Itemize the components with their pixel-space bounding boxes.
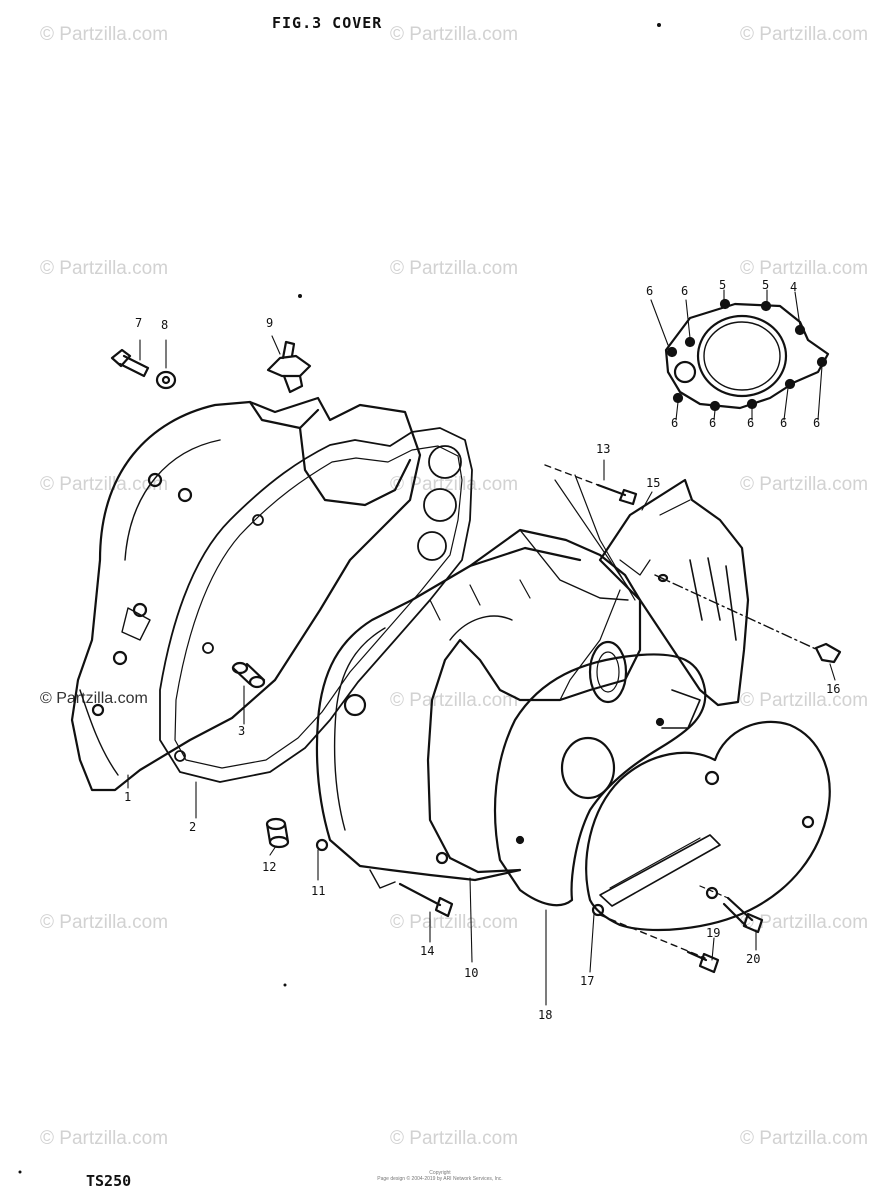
watermark: © Partzilla.com (40, 912, 169, 933)
callout-7: 7 (135, 316, 143, 330)
emblem-cover-part-17 (585, 720, 831, 932)
gasket-plate-part-18 (493, 653, 707, 907)
figure-title: FIG.3 COVER (272, 14, 383, 32)
watermark: © Partzilla.com (740, 912, 869, 933)
callout-16: 16 (826, 682, 841, 696)
screw-part-13 (544, 464, 651, 601)
dowel-pin-part-12 (265, 817, 290, 849)
callout-6: 6 (747, 416, 755, 430)
model-label: TS250 (86, 1172, 132, 1190)
watermark: © Partzilla.com (390, 24, 519, 45)
watermark: © Partzilla.com (390, 258, 519, 279)
callout-13: 13 (596, 442, 611, 456)
callout-4: 4 (790, 280, 798, 294)
callout-17: 17 (580, 974, 595, 988)
callout-6: 6 (813, 416, 821, 430)
screw-part-19 (599, 914, 720, 974)
footer: Copyright Page design © 2004-2019 by ARI… (370, 1170, 510, 1182)
watermark: © Partzilla.com (40, 258, 169, 279)
watermark: © Partzilla.com (390, 474, 519, 495)
dowel-pin-part-3 (231, 661, 266, 689)
callout-6: 6 (671, 416, 679, 430)
callout-2: 2 (189, 820, 197, 834)
watermark: © Partzilla.com (390, 912, 519, 933)
watermark: © Partzilla.com (740, 24, 869, 45)
screw-part-20 (699, 885, 764, 934)
callout-14: 14 (420, 944, 435, 958)
watermark: © Partzilla.com (390, 690, 519, 711)
crankcase-cover-part-1 (70, 396, 422, 792)
leader-lines (127, 289, 836, 1006)
watermark: © Partzilla.com (740, 1128, 869, 1149)
callout-6: 6 (646, 284, 654, 298)
callout-6: 6 (709, 416, 717, 430)
callout-6: 6 (780, 416, 788, 430)
inset-cover-parts-4-5-6 (664, 298, 830, 412)
callout-3: 3 (238, 724, 246, 738)
footer-line-1: Copyright (429, 1170, 451, 1176)
callout-6: 6 (681, 284, 689, 298)
callout-15: 15 (646, 476, 661, 490)
callout-10: 10 (464, 966, 479, 980)
watermark: © Partzilla.com (740, 258, 869, 279)
washer-part-8 (155, 370, 177, 390)
watermark: © Partzilla.com (40, 474, 169, 495)
watermark: © Partzilla.com (740, 690, 869, 711)
plug-part-9 (266, 340, 312, 394)
screw-part-16 (654, 573, 842, 664)
callout-11: 11 (311, 884, 326, 898)
callout-5: 5 (719, 278, 727, 292)
magneto-cover-part-10-11 (315, 528, 642, 889)
footer-line-2: Page design © 2004-2019 by ARI Network S… (377, 1176, 503, 1182)
screw-part-14 (398, 882, 454, 918)
callout-8: 8 (161, 318, 169, 332)
watermark: © Partzilla.com (40, 690, 148, 707)
bolt-part-7 (110, 348, 150, 378)
watermark: © Partzilla.com (40, 1128, 169, 1149)
callout-1: 1 (124, 790, 132, 804)
watermark: © Partzilla.com (40, 24, 169, 45)
callout-18: 18 (538, 1008, 553, 1022)
callout-19: 19 (706, 926, 721, 940)
watermark: © Partzilla.com (740, 474, 869, 495)
callout-12: 12 (262, 860, 277, 874)
callout-20: 20 (746, 952, 761, 966)
watermark: © Partzilla.com (390, 1128, 519, 1149)
callout-5: 5 (762, 278, 770, 292)
gasket-part-2 (159, 427, 473, 783)
callout-9: 9 (266, 316, 274, 330)
sprocket-cover-part-15 (598, 478, 750, 707)
